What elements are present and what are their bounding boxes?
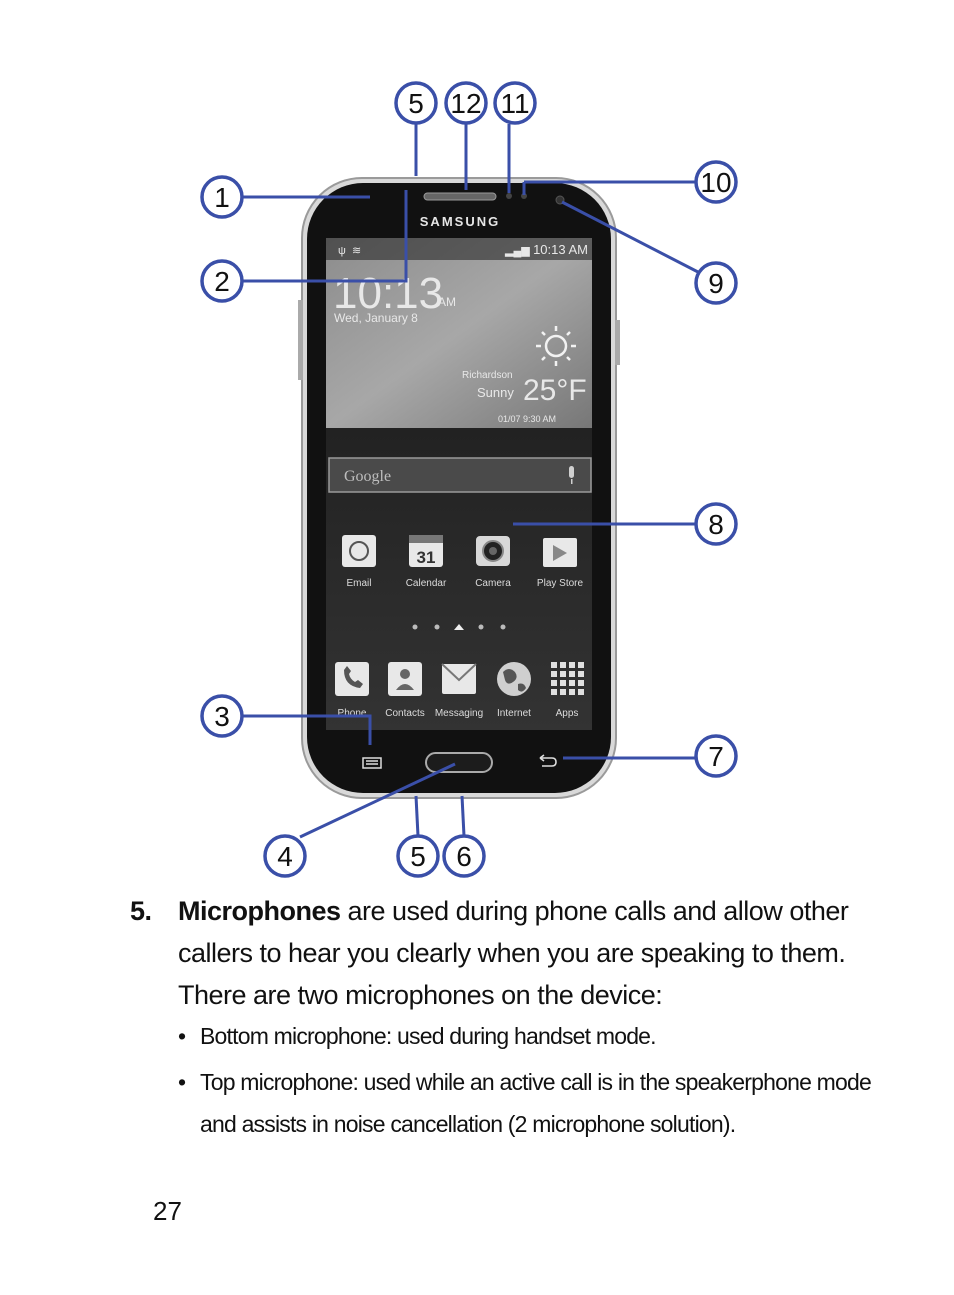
wifi-icon: ≋ [352, 245, 361, 257]
callout-8-label: 8 [708, 509, 724, 540]
item-term: Microphones [178, 896, 341, 926]
callout-1 [200, 175, 244, 219]
callout-5-top [394, 81, 438, 125]
google-search-bar[interactable] [328, 457, 592, 493]
callout-numbers: 1 2 3 4 5 5 6 7 8 9 10 11 12 [214, 88, 731, 872]
dock-apps-label: Apps [556, 708, 579, 719]
callout-11-label: 11 [500, 88, 529, 119]
status-time: 10:13 AM [533, 242, 588, 257]
phone-diagram: SAMSUNG 10:13 AM ψ ≋ ▂▄▆ 10:13 AM Wed, J… [200, 81, 738, 878]
item-body: Microphones are used during phone calls … [178, 890, 890, 1016]
callouts [200, 81, 738, 878]
app-email[interactable]: Email [342, 535, 376, 589]
callout-5-bottom-label: 5 [410, 841, 426, 872]
google-search-placeholder: Google [344, 468, 391, 485]
callout-7 [694, 734, 738, 778]
callout-11 [493, 81, 537, 125]
proximity-sensor [506, 193, 512, 199]
app-calendar[interactable]: 31 Calendar [406, 535, 447, 589]
callout-9-label: 9 [708, 268, 724, 299]
clock-date: Wed, January 8 [334, 311, 418, 325]
weather-condition: Sunny [477, 385, 514, 400]
bullet-item: Bottom microphone: used during handset m… [178, 1015, 898, 1057]
callout-2-label: 2 [214, 266, 230, 297]
bullet-list: Bottom microphone: used during handset m… [178, 1015, 898, 1149]
dock-internet[interactable]: Internet [497, 662, 531, 719]
bullet-item: Top microphone: used while an active cal… [178, 1061, 898, 1145]
callout-10 [694, 160, 738, 204]
dock-internet-label: Internet [497, 708, 531, 719]
dock-contacts[interactable]: Contacts [385, 662, 425, 719]
dock-contacts-label: Contacts [385, 708, 424, 719]
app-calendar-label: Calendar [406, 578, 447, 589]
item-text: are used during phone calls and allow ot… [178, 896, 849, 1010]
dock-messaging-label: Messaging [435, 708, 483, 719]
mic-icon[interactable] [569, 466, 574, 484]
callout-4 [263, 834, 307, 878]
clock-time: 10:13 [333, 269, 443, 318]
callout-9 [694, 261, 738, 305]
home-key[interactable] [425, 752, 493, 773]
sun-icon [536, 326, 576, 366]
dock-phone-label: Phone [338, 708, 367, 719]
callout-5-top-label: 5 [408, 88, 424, 119]
clock-ampm: AM [438, 295, 456, 309]
weather-location: Richardson [462, 370, 513, 381]
weather-temp: 25°F [523, 374, 587, 407]
weather-updated: 01/07 9:30 AM [498, 414, 556, 424]
brand-logo: SAMSUNG [420, 214, 500, 229]
app-play-store[interactable]: Play Store [537, 538, 584, 589]
callout-8 [694, 502, 738, 546]
item-number: 5. [130, 896, 152, 926]
callout-12-label: 12 [450, 88, 481, 119]
callout-3-label: 3 [214, 701, 230, 732]
page-indicator [412, 624, 506, 630]
callout-4-label: 4 [277, 841, 293, 872]
usb-icon: ψ [338, 245, 346, 257]
dock-messaging[interactable]: Messaging [435, 663, 483, 719]
page-number: 27 [153, 1196, 182, 1226]
menu-key-icon[interactable] [362, 757, 382, 769]
dock-phone[interactable]: Phone [335, 662, 369, 719]
app-email-label: Email [346, 578, 371, 589]
dock-apps[interactable]: Apps [551, 662, 584, 719]
numbered-item: 5. Microphones are used during phone cal… [130, 890, 890, 1016]
app-play-store-label: Play Store [537, 578, 584, 589]
app-camera-label: Camera [475, 578, 511, 589]
callout-1-label: 1 [214, 182, 230, 213]
signal-icon: ▂▄▆ [504, 245, 530, 258]
back-key-icon[interactable] [539, 754, 557, 767]
earpiece-speaker [423, 192, 497, 201]
callout-lines [242, 124, 699, 839]
callout-10-label: 10 [700, 167, 731, 198]
callout-6-label: 6 [456, 841, 472, 872]
calendar-day: 31 [417, 548, 436, 567]
callout-12 [444, 81, 488, 125]
callout-2 [200, 259, 244, 303]
callout-7-label: 7 [708, 741, 724, 772]
callout-6 [442, 834, 486, 878]
callout-3 [200, 694, 244, 738]
home-screen: 10:13 AM ψ ≋ ▂▄▆ 10:13 AM Wed, January 8… [326, 238, 592, 730]
app-camera[interactable]: Camera [475, 536, 511, 589]
callout-5-bottom [396, 834, 440, 878]
